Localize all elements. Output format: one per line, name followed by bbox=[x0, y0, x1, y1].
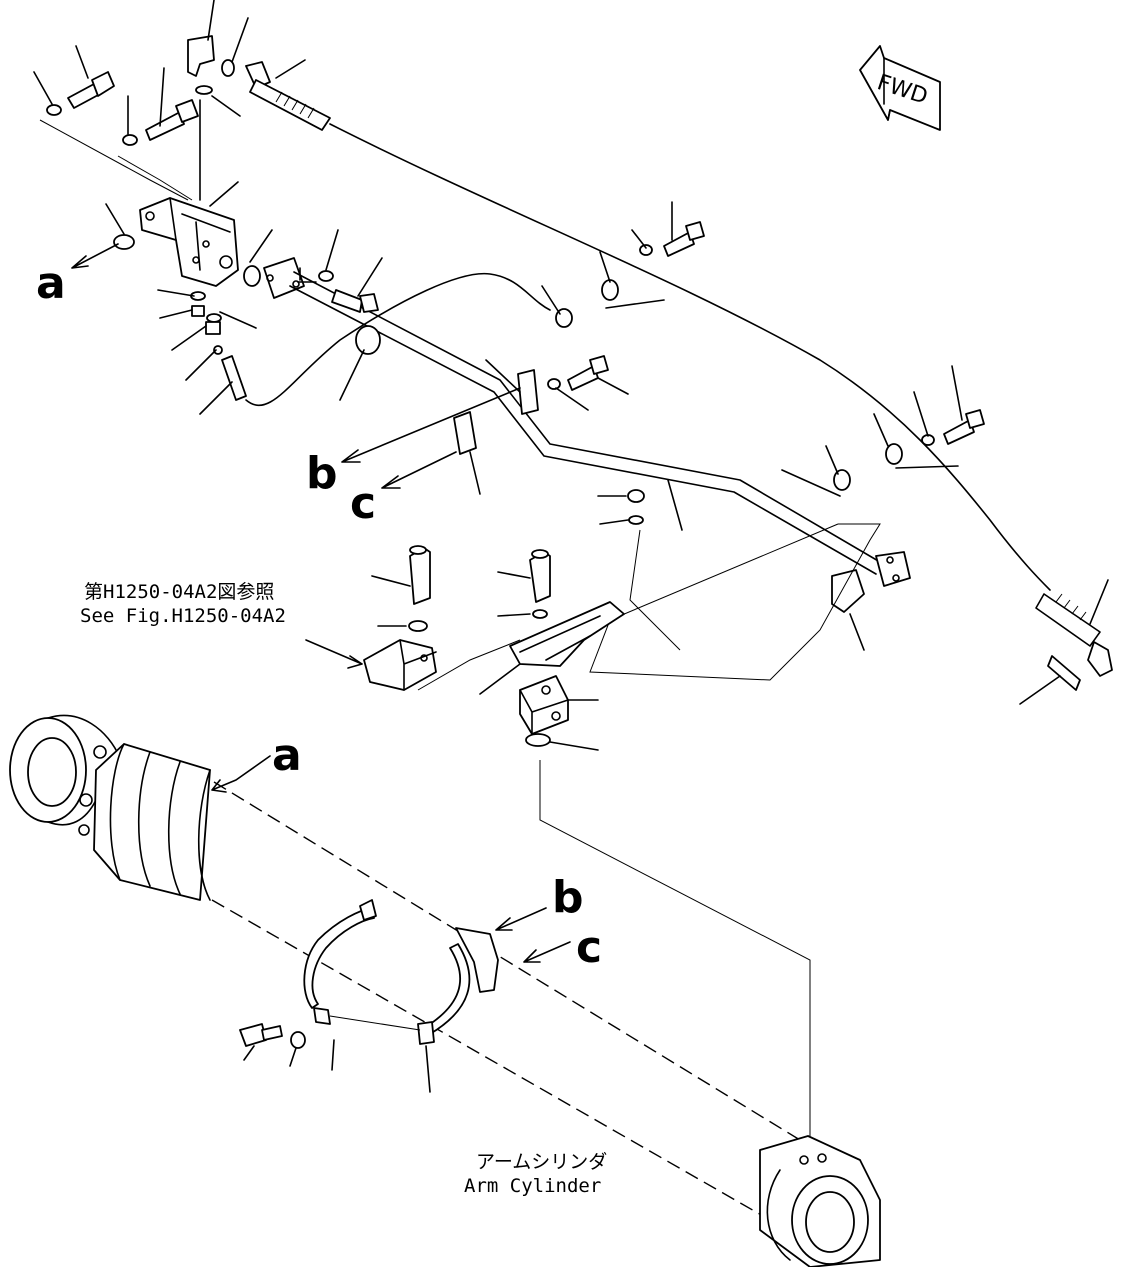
view-letter-a-bottom: a bbox=[272, 730, 302, 781]
tube-brackets bbox=[453, 359, 881, 681]
fitting-stack bbox=[157, 289, 257, 415]
view-letter-c-bottom: c bbox=[576, 922, 602, 973]
view-letter-c-top: c bbox=[350, 478, 376, 529]
part-label-jp: アームシリンダ bbox=[476, 1151, 607, 1173]
arrow-c-bottom bbox=[523, 941, 571, 963]
fwd-arrow-icon: FWD bbox=[859, 45, 941, 131]
pilot-hose bbox=[245, 272, 551, 407]
tube-bolts bbox=[318, 201, 985, 469]
valve-block bbox=[105, 99, 273, 287]
view-letter-a-top: a bbox=[36, 258, 66, 309]
main-tube bbox=[263, 257, 911, 587]
bolt-group-top-left bbox=[33, 45, 199, 201]
cylinder-clamps bbox=[239, 899, 499, 1093]
view-letter-b-bottom: b bbox=[552, 872, 584, 923]
view-letter-b-top: b bbox=[306, 448, 338, 499]
arm-cylinder bbox=[9, 714, 881, 1267]
arrow-c-top bbox=[381, 451, 457, 489]
reference-note-jp: 第H1250-04A2図参照 bbox=[84, 581, 274, 603]
reference-block bbox=[305, 639, 521, 691]
part-label-en: Arm Cylinder bbox=[464, 1175, 601, 1197]
elbow-fitting bbox=[187, 0, 249, 117]
hose-upper bbox=[245, 59, 1113, 705]
arrow-a-top bbox=[71, 243, 119, 269]
arrow-b-top bbox=[341, 387, 521, 463]
tube-clamps bbox=[339, 251, 903, 491]
junction-block-group bbox=[371, 529, 811, 1140]
arrow-b-bottom bbox=[495, 907, 547, 931]
reference-note-en: See Fig.H1250-04A2 bbox=[80, 605, 286, 627]
